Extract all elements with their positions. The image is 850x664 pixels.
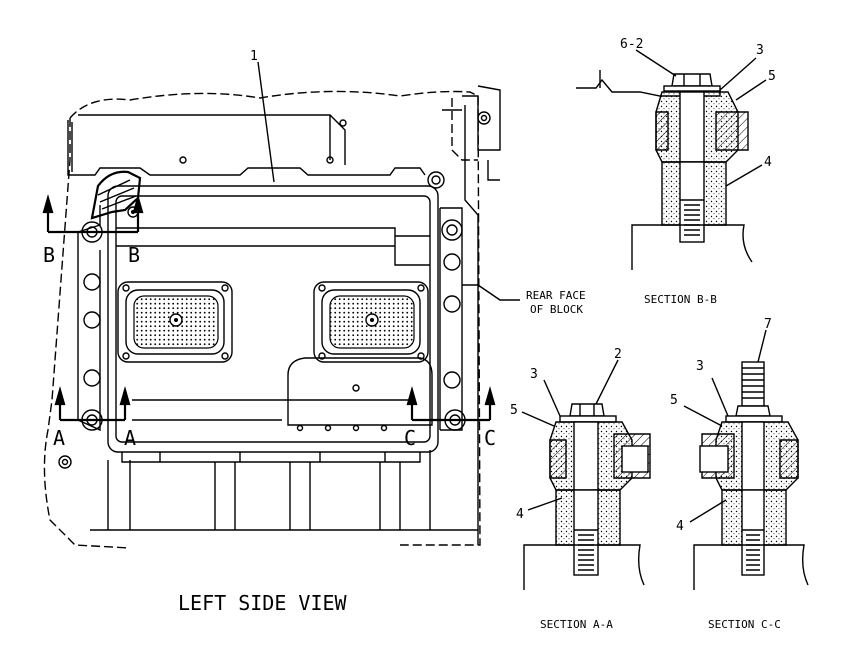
callout-item-1: 1 (250, 49, 258, 64)
aa-block-surface (523, 544, 645, 590)
ecm-connector-right (313, 281, 429, 363)
ecm-access-plate (287, 357, 433, 426)
section-aa-title: SECTION A-A (540, 618, 613, 631)
bb-washer (663, 85, 721, 92)
section-marker-b-left: B (43, 243, 55, 267)
cc-callout-7: 7 (764, 317, 772, 332)
section-bb-detail: 6-2 3 5 4 SECTION B-B (576, 37, 776, 306)
aa-callout-4: 4 (516, 507, 524, 522)
ecm-module (107, 185, 439, 453)
cc-block-surface (693, 544, 809, 590)
aa-callout-3: 3 (530, 367, 538, 382)
section-marker-c-left: C (404, 426, 416, 450)
section-marker-c-right: C (484, 426, 496, 450)
aa-washer (559, 415, 617, 423)
bb-bolt-head (671, 73, 713, 87)
bb-callout-4: 4 (764, 155, 772, 170)
cc-callout-5: 5 (670, 393, 678, 408)
bb-callout-3: 3 (756, 43, 764, 58)
cc-nut (735, 405, 771, 417)
bb-block-surface (631, 224, 753, 270)
bb-callout-5: 5 (768, 69, 776, 84)
left-side-view: B B A A C C 1 REAR FACE OF BLOCK LEFT SI… (42, 49, 586, 615)
harness-clip (90, 170, 142, 220)
section-marker-a-right: A (124, 426, 136, 450)
ecm-connector-left (117, 281, 233, 363)
mount-bolt-top-right (441, 219, 463, 241)
left-side-view-title: LEFT SIDE VIEW (178, 591, 348, 615)
section-cc-detail: 3 7 5 4 SECTION C-C (670, 317, 809, 631)
engine-block-outline (43, 90, 481, 549)
section-marker-a-left: A (53, 426, 65, 450)
cc-callout-4: 4 (676, 519, 684, 534)
aa-bolt-head (569, 403, 605, 417)
bb-callout-6-2: 6-2 (620, 37, 643, 52)
block-top-face (67, 120, 426, 176)
cc-callout-3: 3 (696, 359, 704, 374)
section-aa-detail: 3 2 5 4 SECTION A-A (510, 347, 651, 631)
aa-callout-2: 2 (614, 347, 622, 362)
aa-callout-5: 5 (510, 403, 518, 418)
rear-face-of-block (442, 85, 501, 545)
section-marker-b-right: B (128, 243, 140, 267)
rear-face-label-line2: OF BLOCK (530, 303, 583, 316)
section-cc-title: SECTION C-C (708, 618, 781, 631)
rear-face-label-line1: REAR FACE (526, 289, 586, 302)
block-plug (58, 455, 72, 469)
cc-washer (725, 415, 783, 423)
section-line-a (58, 398, 127, 422)
section-bb-title: SECTION B-B (644, 293, 717, 306)
block-lower-ribs (90, 450, 478, 531)
